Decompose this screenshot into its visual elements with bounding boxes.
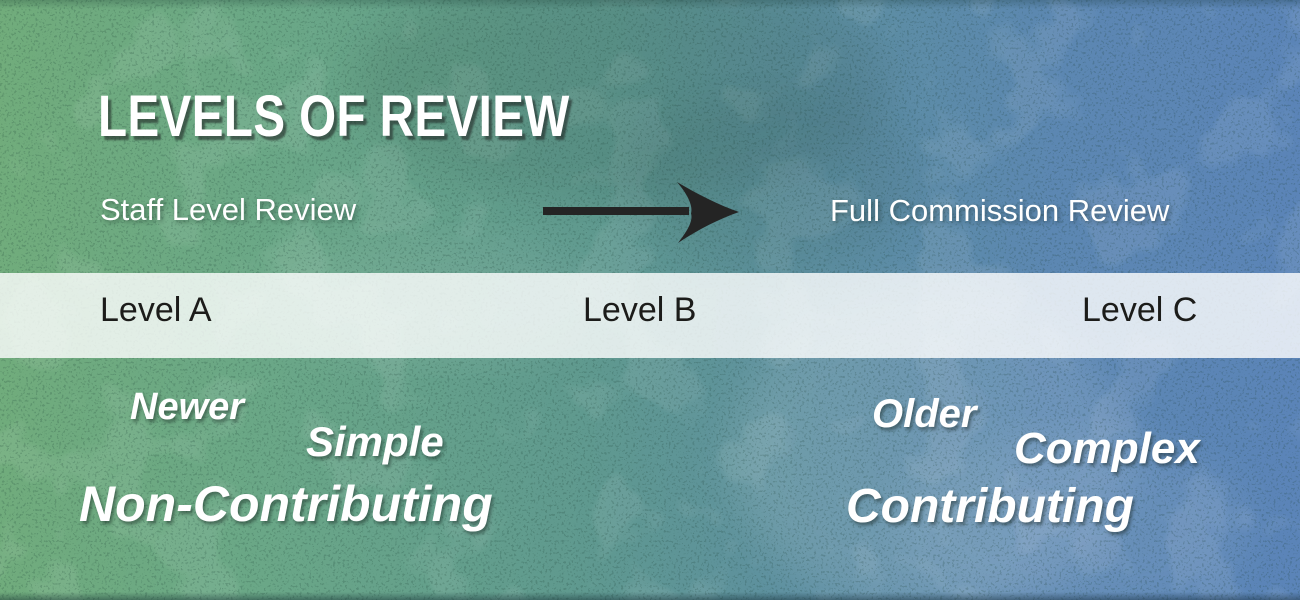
trait-contributing: Contributing [846,480,1134,533]
level-c-label: Level C [1082,291,1198,329]
flow-arrow-icon [542,172,742,246]
trait-simple: Simple [306,418,444,465]
trait-non-contributing: Non-Contributing [79,476,493,532]
levels-band [0,273,1300,358]
level-a-label: Level A [100,291,212,329]
page-title: LEVELS OF REVIEW [98,84,570,149]
top-edge-shade [0,0,1300,9]
level-b-label: Level B [583,291,697,329]
staff-level-review-label: Staff Level Review [100,192,357,227]
bottom-edge-shade [0,592,1300,600]
trait-complex: Complex [1014,424,1200,473]
full-commission-review-label: Full Commission Review [830,193,1170,228]
trait-newer: Newer [130,386,245,428]
trait-older: Older [872,392,977,436]
